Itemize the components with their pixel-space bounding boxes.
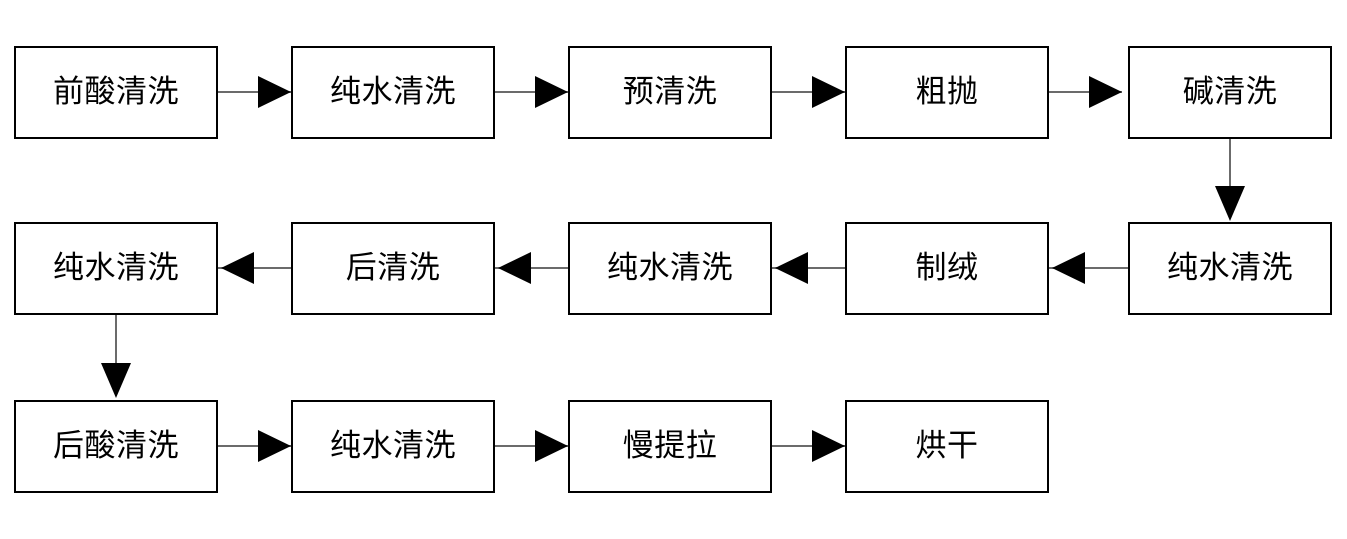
node-label: 前酸清洗	[53, 74, 179, 110]
connector-r1-3	[772, 91, 845, 93]
connector-r2-4	[1049, 267, 1128, 269]
arrow-right-icon-r3-2	[535, 430, 568, 462]
process-node-zhi-rong[interactable]: 制绒	[845, 222, 1049, 315]
process-node-yu-qing-xi[interactable]: 预清洗	[568, 46, 772, 139]
process-node-qian-suan-qing-xi[interactable]: 前酸清洗	[14, 46, 218, 139]
node-label: 后酸清洗	[53, 428, 179, 464]
connector-r3-2	[495, 445, 568, 447]
connector-vertical-right	[1229, 139, 1231, 189]
process-node-hong-gan[interactable]: 烘干	[845, 400, 1049, 493]
connector-vertical-left	[115, 315, 117, 365]
process-node-chun-shui-qing-xi-4[interactable]: 纯水清洗	[14, 222, 218, 315]
arrow-right-icon-r1-1	[258, 76, 291, 108]
node-label: 预清洗	[622, 74, 718, 110]
process-node-hou-qing-xi[interactable]: 后清洗	[291, 222, 495, 315]
process-node-chun-shui-qing-xi-5[interactable]: 纯水清洗	[291, 400, 495, 493]
node-label: 烘干	[915, 428, 979, 464]
connector-r2-2	[495, 267, 568, 269]
node-label: 碱清洗	[1182, 74, 1278, 110]
connector-r2-3	[772, 267, 845, 269]
node-label: 粗抛	[915, 74, 979, 110]
connector-r1-1	[218, 91, 291, 93]
arrow-left-icon-r2-1	[221, 252, 254, 284]
arrow-down-icon-right	[1215, 186, 1245, 221]
connector-r3-3	[772, 445, 845, 447]
process-node-chun-shui-qing-xi-2[interactable]: 纯水清洗	[1128, 222, 1332, 315]
node-label: 纯水清洗	[330, 74, 456, 110]
node-label: 纯水清洗	[607, 250, 733, 286]
process-node-hou-suan-qing-xi[interactable]: 后酸清洗	[14, 400, 218, 493]
arrow-right-icon-r1-4	[1089, 76, 1122, 108]
arrow-right-icon-r1-2	[535, 76, 568, 108]
node-label: 纯水清洗	[1167, 250, 1293, 286]
arrow-right-icon-r1-3	[812, 76, 845, 108]
process-node-chun-shui-qing-xi-3[interactable]: 纯水清洗	[568, 222, 772, 315]
node-label: 纯水清洗	[53, 250, 179, 286]
arrow-left-icon-r2-2	[498, 252, 531, 284]
node-label: 后清洗	[345, 250, 441, 286]
connector-r2-1	[218, 267, 291, 269]
process-node-cu-pao[interactable]: 粗抛	[845, 46, 1049, 139]
arrow-left-icon-r2-3	[775, 252, 808, 284]
arrow-right-icon-r3-1	[258, 430, 291, 462]
process-node-chun-shui-qing-xi-1[interactable]: 纯水清洗	[291, 46, 495, 139]
arrow-down-icon-left	[101, 363, 131, 398]
connector-r1-4	[1049, 91, 1122, 93]
node-label: 制绒	[915, 250, 979, 286]
arrow-left-icon-r2-4	[1052, 252, 1085, 284]
process-node-jian-qing-xi[interactable]: 碱清洗	[1128, 46, 1332, 139]
node-label: 纯水清洗	[330, 428, 456, 464]
connector-r1-2	[495, 91, 568, 93]
node-label: 慢提拉	[622, 428, 718, 464]
connector-r3-1	[218, 445, 291, 447]
process-node-man-ti-la[interactable]: 慢提拉	[568, 400, 772, 493]
arrow-right-icon-r3-3	[812, 430, 845, 462]
